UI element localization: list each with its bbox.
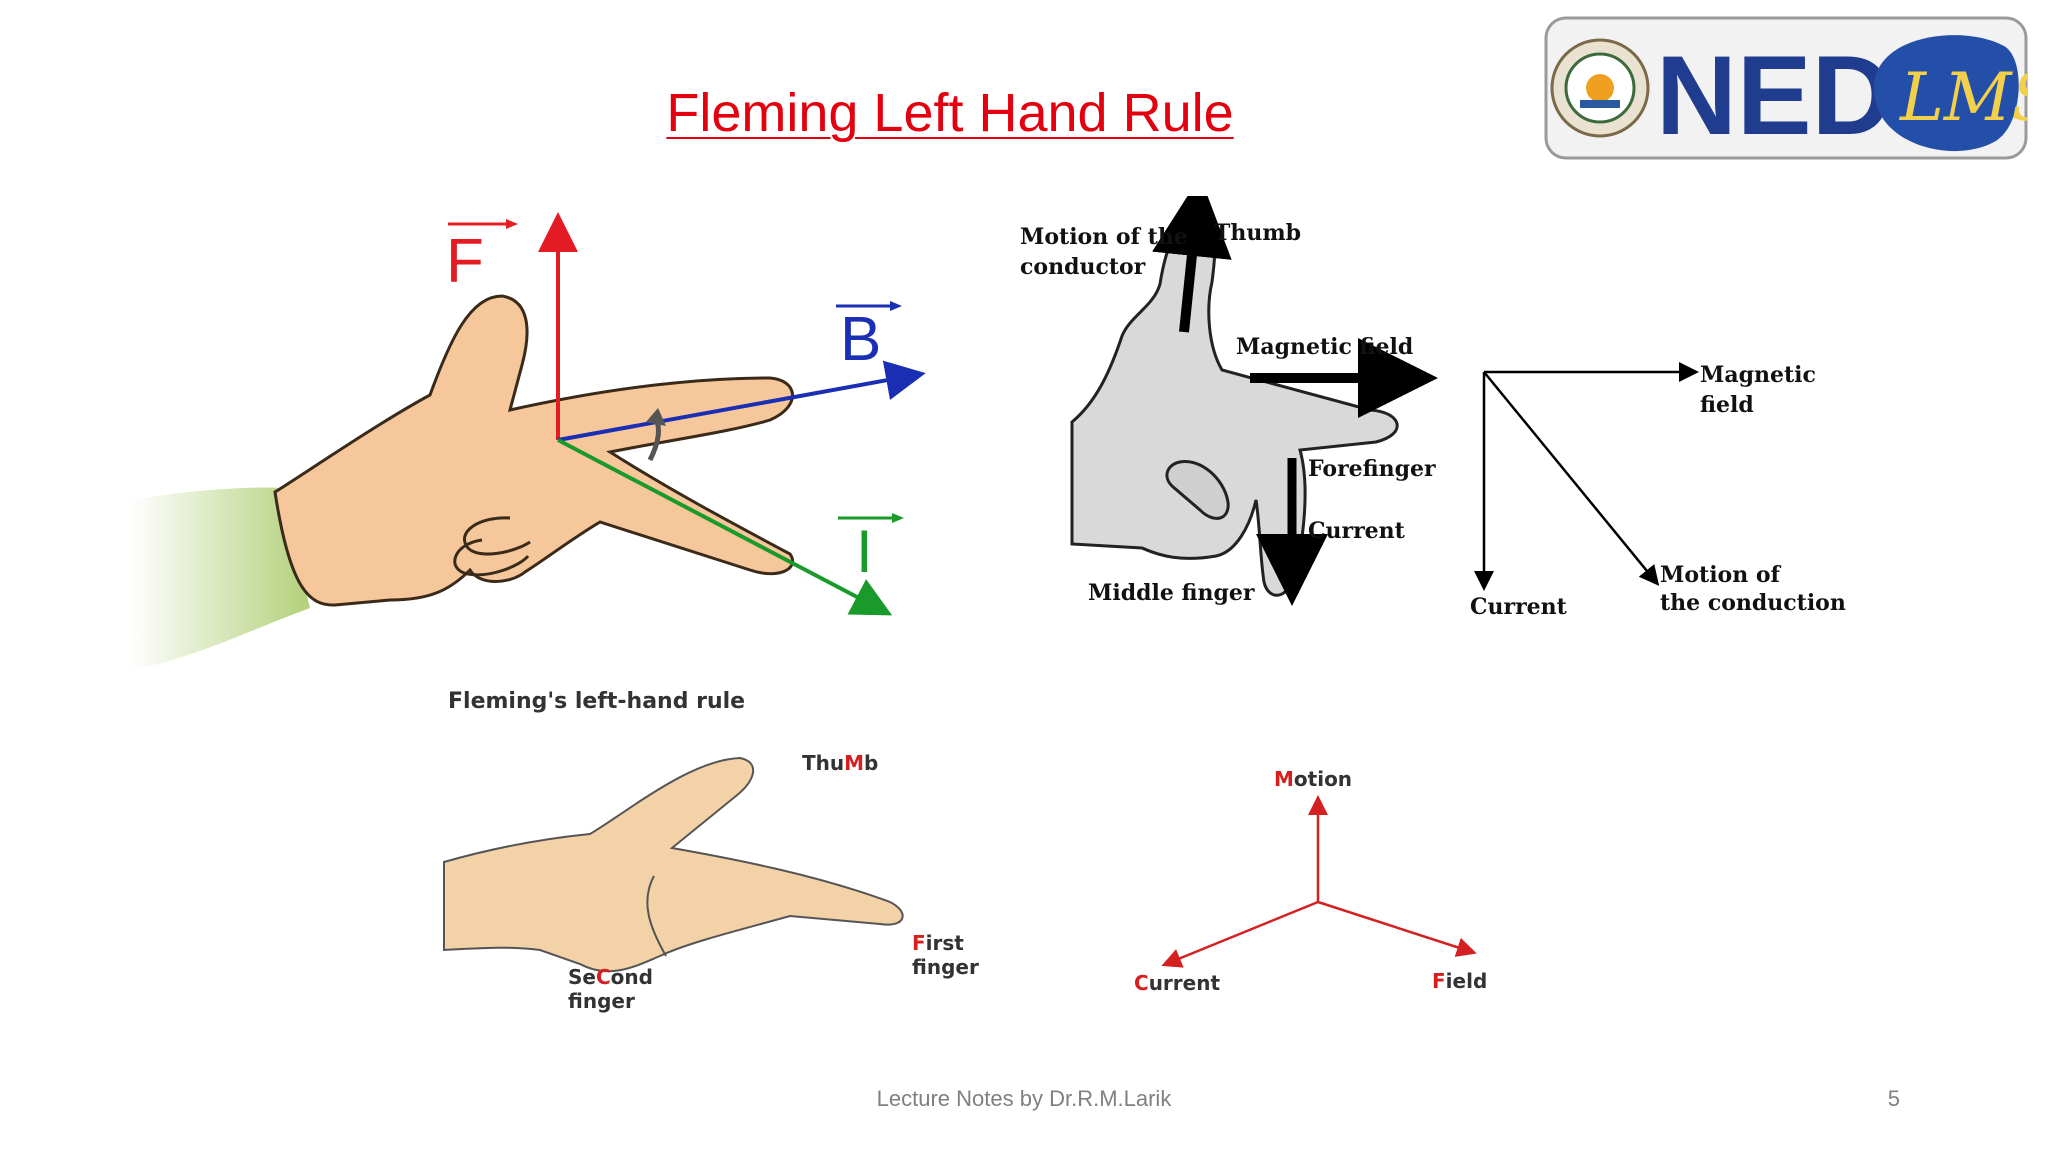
axis-motion — [1483, 371, 1660, 586]
motion-current-field-diagram: Motion Current Field — [1134, 767, 1487, 995]
field-arrow — [557, 360, 926, 442]
force-label: F — [446, 227, 484, 296]
page-number: 5 — [1887, 1086, 1900, 1111]
motion-label-1: Motion of — [1660, 562, 1782, 588]
thumb-arrow — [1152, 196, 1232, 333]
middle-finger-shape — [1165, 460, 1230, 520]
second-finger-label-1: SeCond — [568, 965, 653, 989]
hand-illustration — [273, 294, 794, 607]
current-axis — [1161, 900, 1319, 968]
first-finger-label-1: First — [912, 931, 964, 955]
current-axis-label: Current — [1470, 594, 1568, 620]
grey-hand-illustration — [1070, 212, 1399, 597]
curled-fingers — [453, 516, 531, 577]
current-label: Current — [1134, 971, 1220, 995]
magnetic-field-label-2: field — [1700, 392, 1754, 418]
field-axis — [1317, 900, 1477, 957]
field-label: Field — [1432, 969, 1487, 993]
logo-ned-text: NED — [1656, 33, 1892, 158]
slide-footer: Lecture Notes by Dr.R.M.Larik — [876, 1086, 1172, 1111]
slide-title: Fleming Left Hand Rule — [666, 83, 1234, 143]
university-seal-icon — [1550, 38, 1650, 138]
beige-hand-figure: Fleming's left-hand rule ThuMb First fin… — [443, 689, 979, 1013]
logo-lms-text: LMS — [1899, 59, 2028, 136]
magnetic-field-label: Magnetic field — [1236, 334, 1413, 360]
thumb-label: Thumb — [1214, 220, 1301, 246]
middle-finger-label: Middle finger — [1088, 580, 1255, 606]
magnetic-field-label-1: Magnetic — [1700, 362, 1816, 388]
motion-of-conductor-label-1: Motion of the — [1020, 224, 1188, 250]
grey-hand-figure: Motion of the conductor Thumb Magnetic f… — [1020, 196, 1438, 606]
first-finger-label-2: finger — [912, 955, 979, 979]
field-label: B — [840, 305, 881, 374]
motion-label-2: the conduction — [1660, 590, 1846, 616]
hand-vector-figure: F B I — [130, 212, 926, 670]
current-label: I — [856, 518, 873, 585]
second-finger-label-2: finger — [568, 989, 635, 1013]
ned-lms-logo: NED LMS — [1544, 16, 2028, 160]
beige-hand-illustration — [443, 756, 904, 973]
current-arrow — [557, 438, 893, 616]
logo-lms-badge — [1874, 35, 2019, 152]
forefinger-label: Forefinger — [1308, 456, 1436, 482]
sleeve — [130, 487, 310, 670]
motion-label: Motion — [1274, 767, 1352, 791]
axes-diagram: Magnetic field Current Motion of the con… — [1470, 362, 1846, 620]
figure4-title: Fleming's left-hand rule — [448, 689, 745, 714]
thumb-label: ThuMb — [802, 751, 878, 775]
second-finger-line — [646, 875, 667, 957]
current-label: Current — [1308, 518, 1406, 544]
motion-of-conductor-label-2: conductor — [1020, 254, 1146, 280]
